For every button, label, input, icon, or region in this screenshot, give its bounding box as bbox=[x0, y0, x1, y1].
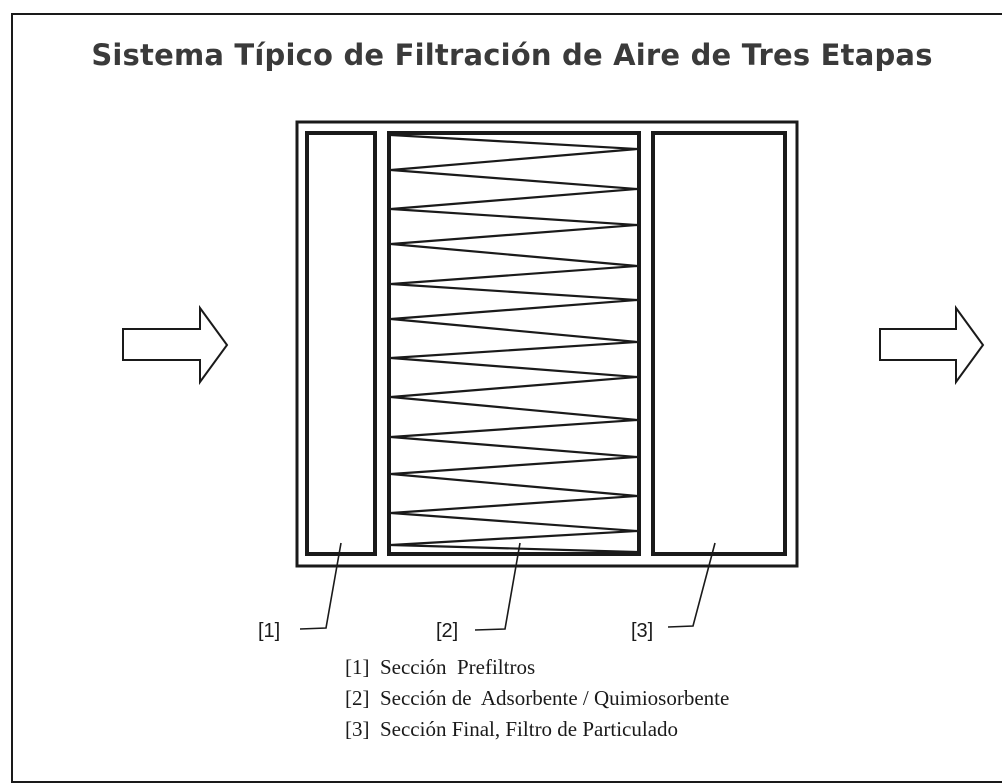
outflow-arrow bbox=[879, 304, 985, 386]
callout-3-label: [3] bbox=[631, 620, 654, 642]
diagram-title: Sistema Típico de Filtración de Aire de … bbox=[91, 38, 933, 72]
legend-item-2: [2] Sección de Adsorbente / Quimiosorben… bbox=[345, 686, 730, 710]
adsorbent-pleats bbox=[390, 133, 638, 554]
legend: [1] Sección Prefiltros [2] Sección de Ad… bbox=[345, 652, 729, 745]
final-filter-section bbox=[651, 131, 787, 556]
filter-housing bbox=[295, 120, 799, 568]
callout-1-leader bbox=[299, 542, 342, 630]
prefilter-section bbox=[305, 131, 377, 556]
inflow-arrow bbox=[122, 304, 229, 386]
legend-item-1: [1] Sección Prefiltros bbox=[345, 655, 536, 679]
callout-1-label: [1] bbox=[258, 620, 281, 642]
callout-3-leader bbox=[667, 542, 716, 628]
callout-2-leader bbox=[474, 542, 521, 631]
legend-item-3: [3] Sección Final, Filtro de Particulado bbox=[345, 717, 679, 741]
adsorbent-section bbox=[387, 131, 641, 556]
callout-2-label: [2] bbox=[436, 620, 459, 642]
